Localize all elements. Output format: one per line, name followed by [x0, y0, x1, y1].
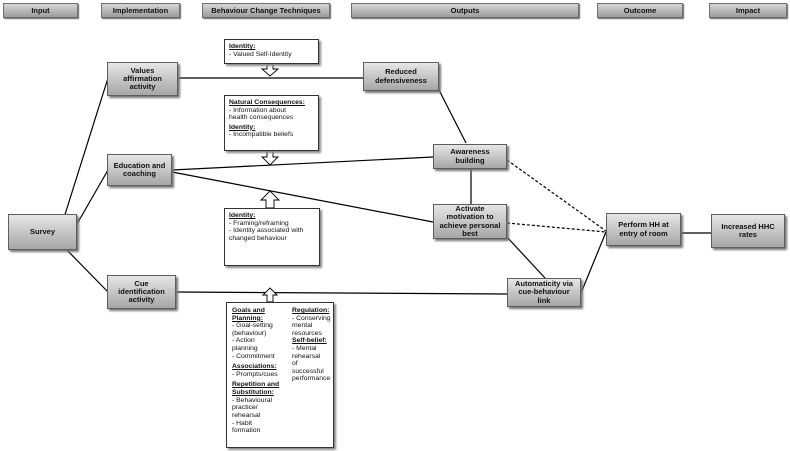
arrow-bct4-up [261, 287, 279, 303]
connector-cue-automaticity [175, 291, 508, 295]
arrow-bct3-up [259, 190, 281, 209]
bct-box-natural-consequences: Natural Consequences: - Information abou… [224, 95, 319, 151]
header-implementation: Implementation [101, 3, 180, 18]
bct4-items-self-belief: - Mental rehearsal of successful perform… [292, 345, 331, 383]
connector-activate-automaticity [505, 235, 546, 279]
connector-awareness-perform-dashed [506, 159, 607, 232]
bct3-item-framing: - Framing/reframing [229, 219, 289, 227]
bct-box-goals-and-planning: Goals and Planning: - Goal-setting (beha… [226, 302, 334, 448]
node-reduced-defensiveness: Reduced defensiveness [363, 62, 439, 91]
bct4-right-column: Regulation: - Conserving mental resource… [292, 307, 334, 383]
node-cue-identification-activity: Cue identification activity [107, 275, 176, 309]
connector-survey-values [61, 77, 109, 225]
bct4-heading-self-belief: Self-belief: [292, 337, 327, 345]
header-behaviour-change-techniques: Behaviour Change Techniques [202, 3, 330, 18]
arrow-bct1-down [260, 63, 280, 77]
connector-activate-perform-dashed [506, 222, 607, 233]
bct4-items-goals: - Goal-setting (behaviour) - Action plan… [232, 322, 275, 360]
header-input: Input [3, 3, 78, 18]
node-awareness-building: Awareness building [433, 144, 507, 169]
bct3-item-identity-associated: - Identity associated with changed behav… [229, 227, 304, 242]
bct3-heading: Identity: [229, 212, 256, 219]
node-automaticity-via-cue-behaviour-link: Automaticity via cue-behaviour link [507, 278, 581, 307]
bct4-items-regulation: - Conserving mental resources [292, 314, 331, 337]
bct-box-identity-valued: Identity: - Valued Self-Identity [224, 39, 319, 64]
header-outcome: Outcome [597, 3, 683, 18]
bct1-heading: Identity: [229, 43, 256, 50]
arrow-bct2-down [260, 150, 280, 166]
bct4-heading-repetition-and-substitution: Repetition and Substitution: [232, 381, 280, 397]
bct4-left-column: Goals and Planning: - Goal-setting (beha… [232, 307, 290, 435]
connector-survey-cue [61, 244, 109, 293]
bct2-heading-identity: Identity: [229, 123, 256, 131]
header-impact: Impact [709, 3, 787, 18]
bct-box-identity-framing: Identity: - Framing/reframing - Identity… [224, 208, 320, 266]
node-education-and-coaching: Education and coaching [107, 154, 172, 186]
connector-automaticity-perform [580, 231, 607, 294]
bct4-heading-associations: Associations: [232, 363, 277, 371]
node-increased-hhc-rates: Increased HHC rates [711, 214, 785, 248]
bct2-heading-natural-consequences: Natural Consequences: [229, 99, 305, 106]
connector-reduced-awareness [437, 87, 467, 144]
node-perform-hh-at-entry-of-room: Perform HH at entry of room [606, 213, 681, 246]
bct4-items-associations: - Prompts/cues [232, 370, 278, 378]
bct4-items-repetition: - Behavioural practice/ rehearsal - Habi… [232, 396, 273, 435]
bct4-heading-goals-and-planning: Goals and Planning: [232, 307, 265, 322]
connector-survey-education [76, 169, 109, 225]
bct4-heading-regulation: Regulation: [292, 307, 330, 314]
node-survey: Survey [8, 214, 77, 250]
connector-education-activate [171, 171, 434, 223]
header-outputs: Outputs [351, 3, 579, 18]
node-activate-motivation: Activate motivation to achieve personal … [433, 204, 507, 239]
connector-education-awareness [171, 156, 434, 171]
bct2-item-incompatible-beliefs: - Incompatible beliefs [229, 131, 294, 139]
bct2-item-information: - Information about health consequences [229, 106, 294, 122]
node-values-affirmation-activity: Values affirmation activity [107, 62, 178, 96]
bct1-item: - Valued Self-Identity [229, 50, 292, 58]
